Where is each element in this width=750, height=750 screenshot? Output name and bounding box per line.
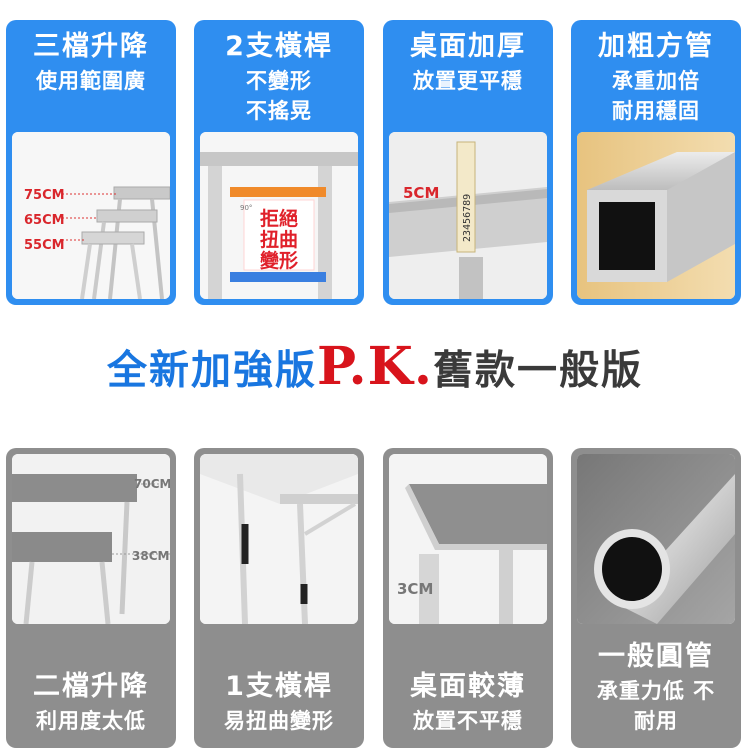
thick-tabletop-image: 23456789 5CM <box>389 132 547 299</box>
thickness-label: 3CM <box>397 580 433 598</box>
old-card-thin-top: 3CM 桌面較薄 放置不平穩 <box>383 448 553 748</box>
stamp-line-2: 扭曲 <box>260 228 298 251</box>
comparison-headline: 全新加強版P.K.舊款一般版 <box>0 336 750 406</box>
ruler-digits: 23456789 <box>462 194 473 242</box>
card-subtitle-2: 耐用穩固 <box>612 99 700 123</box>
stamp-line-3: 變形 <box>260 249 298 272</box>
headline-new-version: 全新加強版 <box>107 347 318 394</box>
card-subtitle: 放置更平穩 <box>413 69 523 93</box>
card-subtitle: 放置不平穩 <box>413 709 523 733</box>
card-title: 加粗方管 <box>598 31 714 62</box>
height-label-75: 75CM <box>24 188 65 203</box>
two-level-table-image: 70CM 38CM <box>12 454 170 624</box>
single-crossbar-image <box>200 454 358 624</box>
card-subtitle-2: 不搖晃 <box>246 99 312 123</box>
card-title: 1支橫桿 <box>225 671 333 702</box>
new-version-row: 三檔升降 使用範圍廣 75CM 65CM 55CM <box>0 0 750 310</box>
card-title: 桌面加厚 <box>410 31 526 62</box>
old-card-two-height: 70CM 38CM 二檔升降 利用度太低 <box>6 448 176 748</box>
headline-old-version: 舊款一般版 <box>432 347 643 394</box>
feature-card-three-height: 三檔升降 使用範圍廣 75CM 65CM 55CM <box>6 20 176 305</box>
card-subtitle: 易扭曲變形 <box>224 709 334 733</box>
square-tube-image <box>577 132 735 299</box>
card-subtitle: 不變形 <box>246 69 312 93</box>
feature-card-square-tube: 加粗方管 承重加倍 耐用穩固 <box>571 20 741 305</box>
card-title: 桌面較薄 <box>410 671 526 702</box>
card-title: 一般圓管 <box>598 641 714 672</box>
thin-tabletop-image: 3CM <box>389 454 547 624</box>
card-subtitle: 使用範圍廣 <box>36 69 146 93</box>
card-subtitle: 承重加倍 <box>612 69 700 93</box>
card-subtitle: 利用度太低 <box>36 709 146 733</box>
round-tube-image <box>577 454 735 624</box>
card-title: 三檔升降 <box>33 31 149 62</box>
height-label-38: 38CM <box>132 549 169 563</box>
height-label-70: 70CM <box>134 477 170 491</box>
old-card-round-tube: 一般圓管 承重力低 不耐用 <box>571 448 741 748</box>
headline-pk: P.K. <box>317 336 433 397</box>
old-card-one-crossbar: 1支橫桿 易扭曲變形 <box>194 448 364 748</box>
stamp-line-1: 拒絕 <box>260 208 298 230</box>
card-subtitle: 承重力低 不耐用 <box>596 679 716 733</box>
angle-label: 90° <box>240 204 252 212</box>
three-level-table-image: 75CM 65CM 55CM <box>12 132 170 299</box>
thickness-label: 5CM <box>403 184 439 202</box>
card-title: 2支橫桿 <box>225 31 333 62</box>
height-label-55: 55CM <box>24 238 65 253</box>
crossbar-table-image: 90° 拒絕 扭曲 變形 <box>200 132 358 299</box>
feature-card-thick-top: 桌面加厚 放置更平穩 23456789 5CM <box>383 20 553 305</box>
card-title: 二檔升降 <box>33 671 149 702</box>
height-label-65: 65CM <box>24 213 65 228</box>
feature-card-two-crossbars: 2支橫桿 不變形 不搖晃 90° 拒絕 扭曲 變形 <box>194 20 364 305</box>
old-version-row: 70CM 38CM 二檔升降 利用度太低 1支橫桿 易扭曲變形 <box>0 440 750 750</box>
